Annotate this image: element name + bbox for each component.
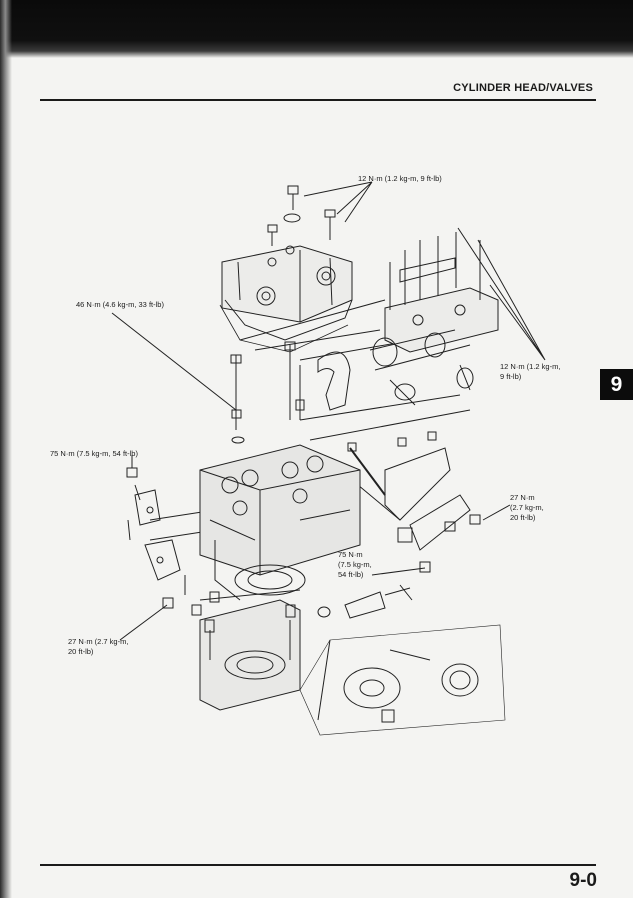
chapter-tab[interactable]: 9	[600, 369, 633, 400]
guide-line	[149, 299, 471, 601]
scan-shadow-left	[0, 0, 12, 898]
torque-label-bracket-right: 27 N·m (2.7 kg-m, 20 ft-lb)	[510, 493, 544, 522]
header-rule	[40, 99, 596, 101]
camshafts	[369, 329, 474, 406]
cylinder-head	[199, 444, 361, 601]
leader-line	[303, 181, 373, 223]
engine-bracket-left	[127, 489, 220, 616]
page-number: 9-0	[569, 870, 597, 891]
leader-line	[482, 504, 511, 521]
engine-bracket-right	[347, 431, 481, 551]
head-nut-left	[126, 467, 141, 501]
valve-cover	[219, 245, 353, 353]
torque-label-holder-bolts: 12 N·m (1.2 kg-m, 9 ft-lb)	[500, 362, 561, 381]
breather-hose	[317, 351, 351, 411]
torque-label-bracket-left: 27 N·m (2.7 kg-m, 20 ft-lb)	[68, 637, 129, 656]
head-studs	[230, 341, 305, 444]
section-title: CYLINDER HEAD/VALVES	[453, 82, 593, 94]
leader-line	[457, 227, 546, 361]
leader-line	[371, 567, 426, 576]
torque-label-head-nut-center: 75 N·m (7.5 kg-m, 54 ft-lb)	[338, 550, 372, 579]
cover-bolts	[267, 185, 336, 246]
torque-label-cover-stud: 46 N·m (4.6 kg-m, 33 ft-lb)	[76, 300, 164, 309]
leader-line	[119, 604, 168, 641]
leader-line	[111, 312, 237, 411]
inset-view	[299, 624, 506, 736]
torque-label-head-nut-left: 75 N·m (7.5 kg-m, 54 ft-lb)	[50, 449, 138, 458]
cylinder-block	[199, 599, 301, 711]
camshaft-holder	[384, 232, 499, 353]
torque-label-cover-bolts: 12 N·m (1.2 kg-m, 9 ft-lb)	[358, 174, 442, 183]
cam-chain-tensioner	[317, 561, 431, 619]
scan-shadow-top	[0, 0, 633, 58]
footer-rule	[40, 864, 596, 866]
